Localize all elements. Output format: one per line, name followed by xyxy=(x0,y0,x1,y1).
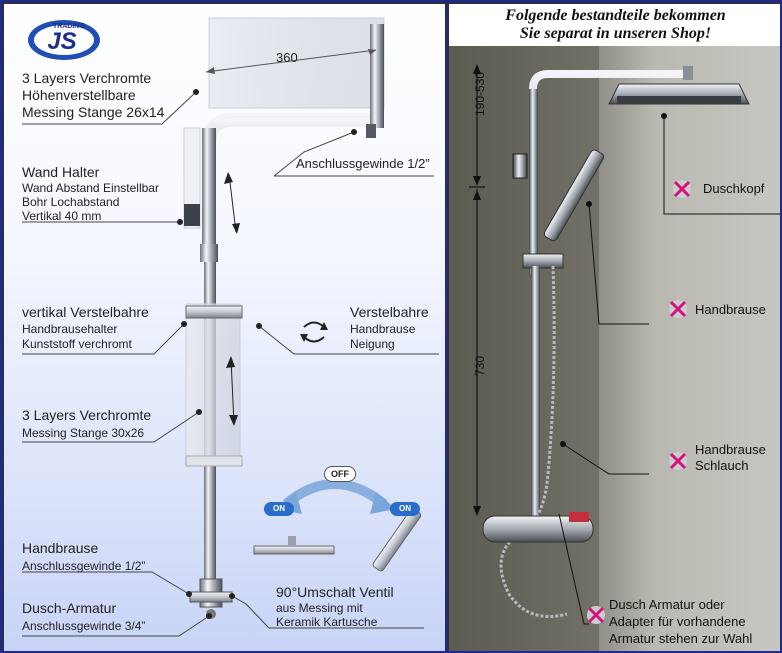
layers1-line1: 3 Layers Verchromte xyxy=(22,70,152,86)
vertikal-line2: Handbrausehalter xyxy=(22,322,118,336)
schlauch-line1: Handbrause xyxy=(695,442,766,457)
off-badge: OFF xyxy=(324,466,356,482)
handbrause-holder xyxy=(185,305,243,319)
shower-column-drawing xyxy=(22,17,439,637)
header-line2: Sie separat in unseren Shop! xyxy=(519,25,712,42)
armatur-line3: Armatur stehen zur Wahl xyxy=(609,631,753,646)
armatur-line1: Dusch Armatur oder xyxy=(609,597,725,612)
layers1-line3: Messing Stange 26x14 xyxy=(22,104,165,120)
bracket-ghost xyxy=(183,127,201,229)
right-panel: Folgende bestandteile bekommen Sie separ… xyxy=(449,4,780,651)
dim-360-line xyxy=(205,49,377,73)
holder-ghost-low xyxy=(185,455,243,467)
vertikal-line3: Kunststoff verchromt xyxy=(22,337,132,351)
right-header: Folgende bestandteile bekommen Sie separ… xyxy=(449,4,780,46)
duschkopf-label: Duschkopf xyxy=(703,181,765,196)
umschalt-line3: Keramik Kartusche xyxy=(276,615,378,629)
left-panel: JS TRADING xyxy=(4,4,447,651)
schlauch-line2: Schlauch xyxy=(695,458,749,473)
arm-end-pipe xyxy=(370,24,384,128)
dusch-title: Dusch-Armatur xyxy=(22,600,117,616)
vertikal-title: vertikal Verstelbahre xyxy=(22,304,149,320)
verstel-line3: Neigung xyxy=(350,337,395,351)
right-wall xyxy=(599,46,780,651)
verstel-line2: Handbrause xyxy=(350,322,416,336)
logo-brand: JS xyxy=(47,28,76,55)
armatur-line2: Adapter für vorhandene xyxy=(609,614,746,629)
wand-line4: Vertikal 40 mm xyxy=(22,209,102,223)
layers2-line2: Messing Stange 30x26 xyxy=(22,426,145,440)
anschluss-top-label: Anschlussgewinde 1/2” xyxy=(296,156,430,171)
right-holder xyxy=(522,253,564,269)
switch-arc xyxy=(282,479,388,508)
dim-top-label: 190-530 xyxy=(473,71,487,116)
handbrause-title: Handbrause xyxy=(22,540,99,556)
pipe-connector xyxy=(200,244,218,262)
layers2-line1: 3 Layers Verchromte xyxy=(22,407,152,423)
holder-ghost xyxy=(185,303,241,465)
handbrause-line2: Anschlussgewinde 1/2” xyxy=(22,559,146,573)
header-line1: Folgende bestandteile bekommen xyxy=(505,7,726,24)
shower-photo xyxy=(469,64,780,625)
x-mark-duschkopf xyxy=(673,180,691,198)
dusch-line2: Anschlussgewinde 3/4” xyxy=(22,619,146,633)
x-mark-schlauch xyxy=(669,452,687,470)
dim-360-label: 360 xyxy=(276,50,298,65)
upper-pipe xyxy=(202,128,216,248)
dim-mid-label: 730 xyxy=(473,355,487,376)
logo-sub: TRADING xyxy=(53,23,85,30)
wand-line2: Wand Abstand Einstellbar xyxy=(22,181,159,195)
on-badge-right: ON xyxy=(390,502,420,516)
x-mark-handbrause xyxy=(669,300,687,318)
right-hand-shower xyxy=(543,149,605,242)
verstel-title: Verstelbahre xyxy=(350,304,429,320)
handbrause-label: Handbrause xyxy=(695,302,766,317)
wall-bracket xyxy=(184,204,200,226)
rain-head-icon xyxy=(253,545,335,555)
arm-outlet xyxy=(366,124,376,138)
hand-shower-icon xyxy=(372,508,422,572)
wand-line3: Bohr Lochabstand xyxy=(22,195,120,209)
on-badge-left: ON xyxy=(264,502,294,516)
umschalt-title: 90°Umschalt Ventil xyxy=(276,584,394,600)
x-mark-armatur xyxy=(587,606,605,624)
umschalt-line2: aus Messing mit xyxy=(276,601,363,615)
shower-mixer xyxy=(482,515,594,543)
js-trading-logo: JS TRADING xyxy=(28,20,100,60)
wand-title: Wand Halter xyxy=(22,164,100,180)
rotate-icon xyxy=(300,321,328,343)
layers1-line2: Höhenverstellbare xyxy=(22,87,136,103)
